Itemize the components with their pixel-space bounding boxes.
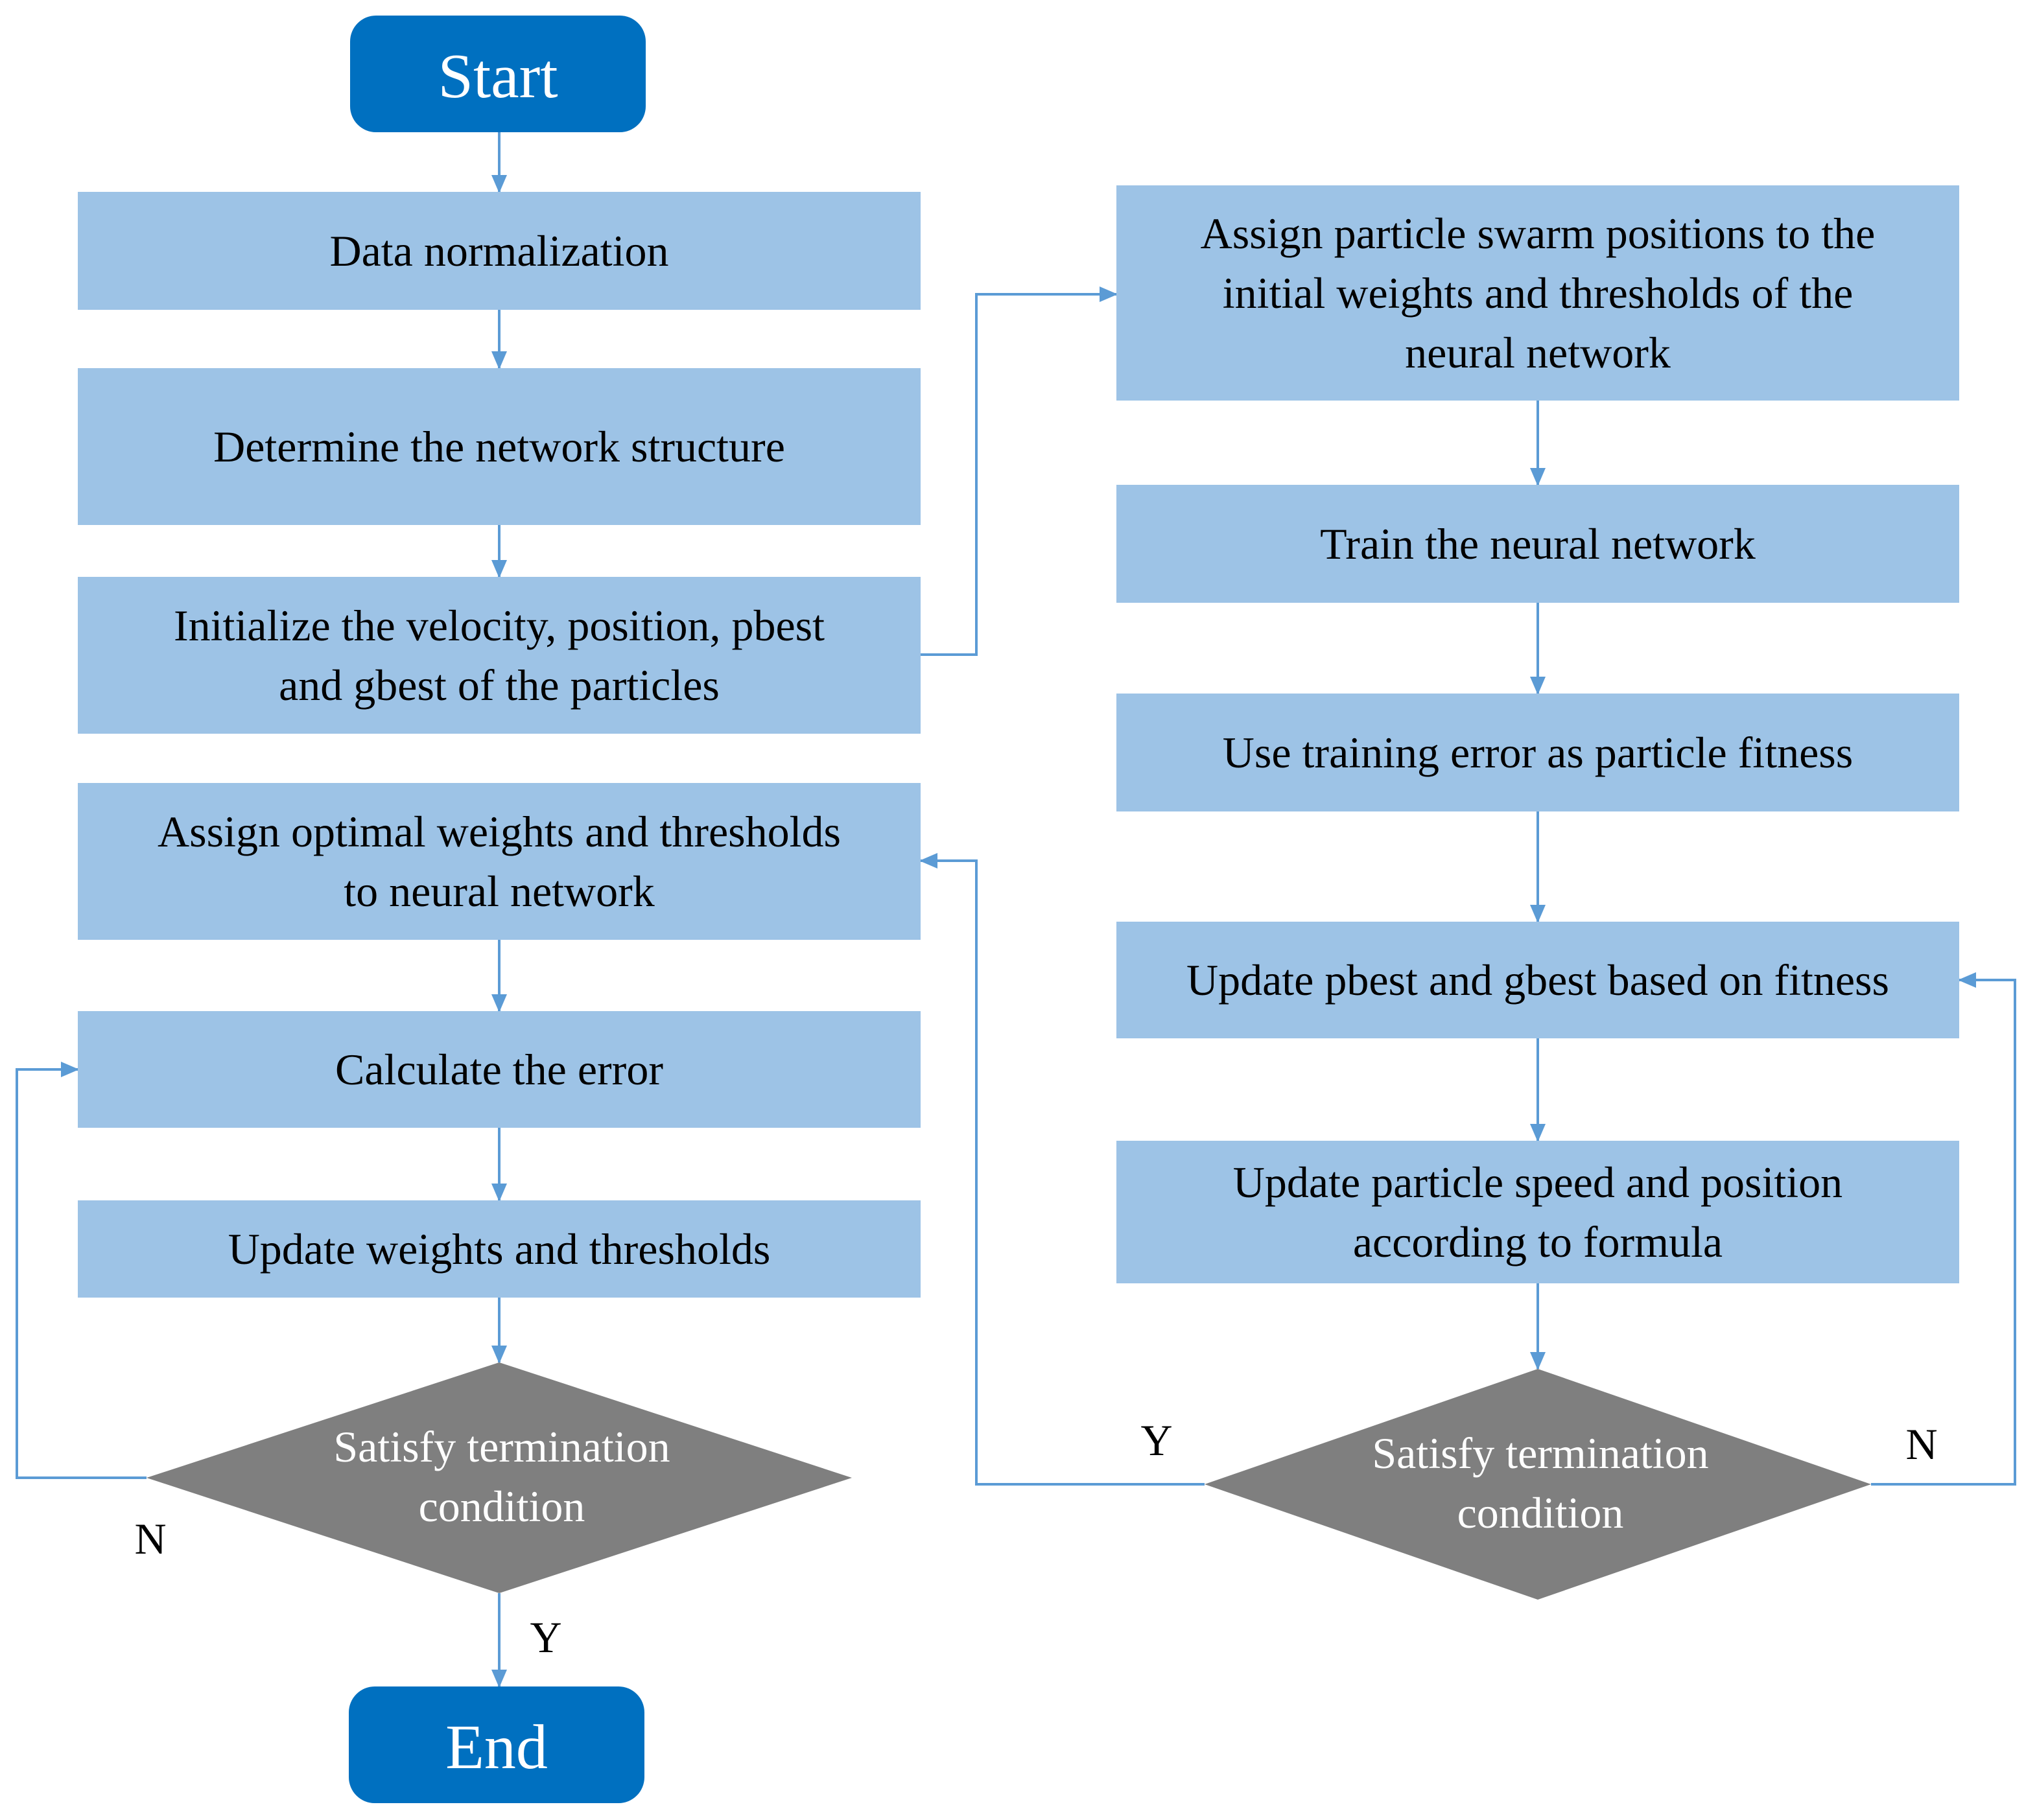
decision-left-no-loop-arrow	[16, 1062, 147, 1479]
assign-optimal-label-line-1: Assign optimal weights and thresholds	[158, 807, 841, 856]
edge-labels: N Y Y N	[134, 1416, 1937, 1662]
initialize-particles-label-line-2: and gbest of the particles	[279, 660, 720, 710]
calculate-error-label-line-1: Calculate the error	[335, 1045, 663, 1094]
data-normalization-label-line-1: Data normalization	[329, 226, 668, 275]
determine-structure-box	[78, 368, 921, 525]
update-weights-box	[78, 1200, 921, 1298]
update-speed-label-line-2: according to formula	[1353, 1217, 1723, 1266]
decision-right-yes-to-assign-arrow	[919, 853, 1205, 1486]
assign-optimal-label-line-2: to neural network	[344, 867, 655, 916]
update-weights-label-line-1: Update weights and thresholds	[228, 1224, 771, 1274]
decision-left-label-line-1: Satisfy termination	[333, 1422, 670, 1471]
edge-label-left-no: N	[134, 1514, 166, 1563]
update-pbest-label-line-1: Update pbest and gbest based on fitness	[1186, 955, 1889, 1005]
start-terminal	[350, 16, 646, 132]
decision-left-diamond	[147, 1362, 852, 1593]
assign-swarm-label-line-2: initial weights and thresholds of the	[1223, 268, 1854, 318]
decision-right-label-line-1: Satisfy termination	[1372, 1429, 1708, 1478]
decision-right-no-loop-arrow	[1871, 972, 2016, 1486]
decision-right-label-line-2: condition	[1457, 1488, 1624, 1537]
update-speed-label-line-1: Update particle speed and position	[1233, 1158, 1843, 1207]
start-label-line-1: Start	[438, 41, 558, 111]
connectors	[16, 132, 2016, 1688]
end-label-line-1: End	[445, 1712, 548, 1782]
assign-swarm-label-line-3: neural network	[1405, 328, 1671, 377]
end-terminal	[349, 1686, 644, 1803]
update-pbest-box	[1116, 922, 1959, 1038]
assign-swarm-label-line-1: Assign particle swarm positions to the	[1201, 209, 1876, 258]
assign-optimal-box	[78, 783, 921, 940]
determine-structure-label-line-1: Determine the network structure	[213, 422, 785, 471]
initialize-to-assign-swarm-arrow	[921, 286, 1118, 656]
training-error-label-line-1: Use training error as particle fitness	[1223, 728, 1853, 777]
training-error-box	[1116, 694, 1959, 811]
initialize-particles-label-line-1: Initialize the velocity, position, pbest	[174, 601, 825, 650]
update-speed-box	[1116, 1141, 1959, 1283]
train-network-label-line-1: Train the neural network	[1320, 519, 1756, 568]
data-normalization-box	[78, 192, 921, 310]
edge-label-right-yes: Y	[1140, 1416, 1172, 1465]
initialize-particles-box	[78, 577, 921, 734]
assign-swarm-box	[1116, 185, 1959, 401]
edge-label-right-no: N	[1905, 1419, 1937, 1469]
edge-label-left-yes: Y	[530, 1613, 561, 1662]
train-network-box	[1116, 485, 1959, 603]
calculate-error-box	[78, 1011, 921, 1128]
decision-right-diamond	[1205, 1369, 1871, 1600]
decision-left-label-line-2: condition	[419, 1482, 585, 1531]
